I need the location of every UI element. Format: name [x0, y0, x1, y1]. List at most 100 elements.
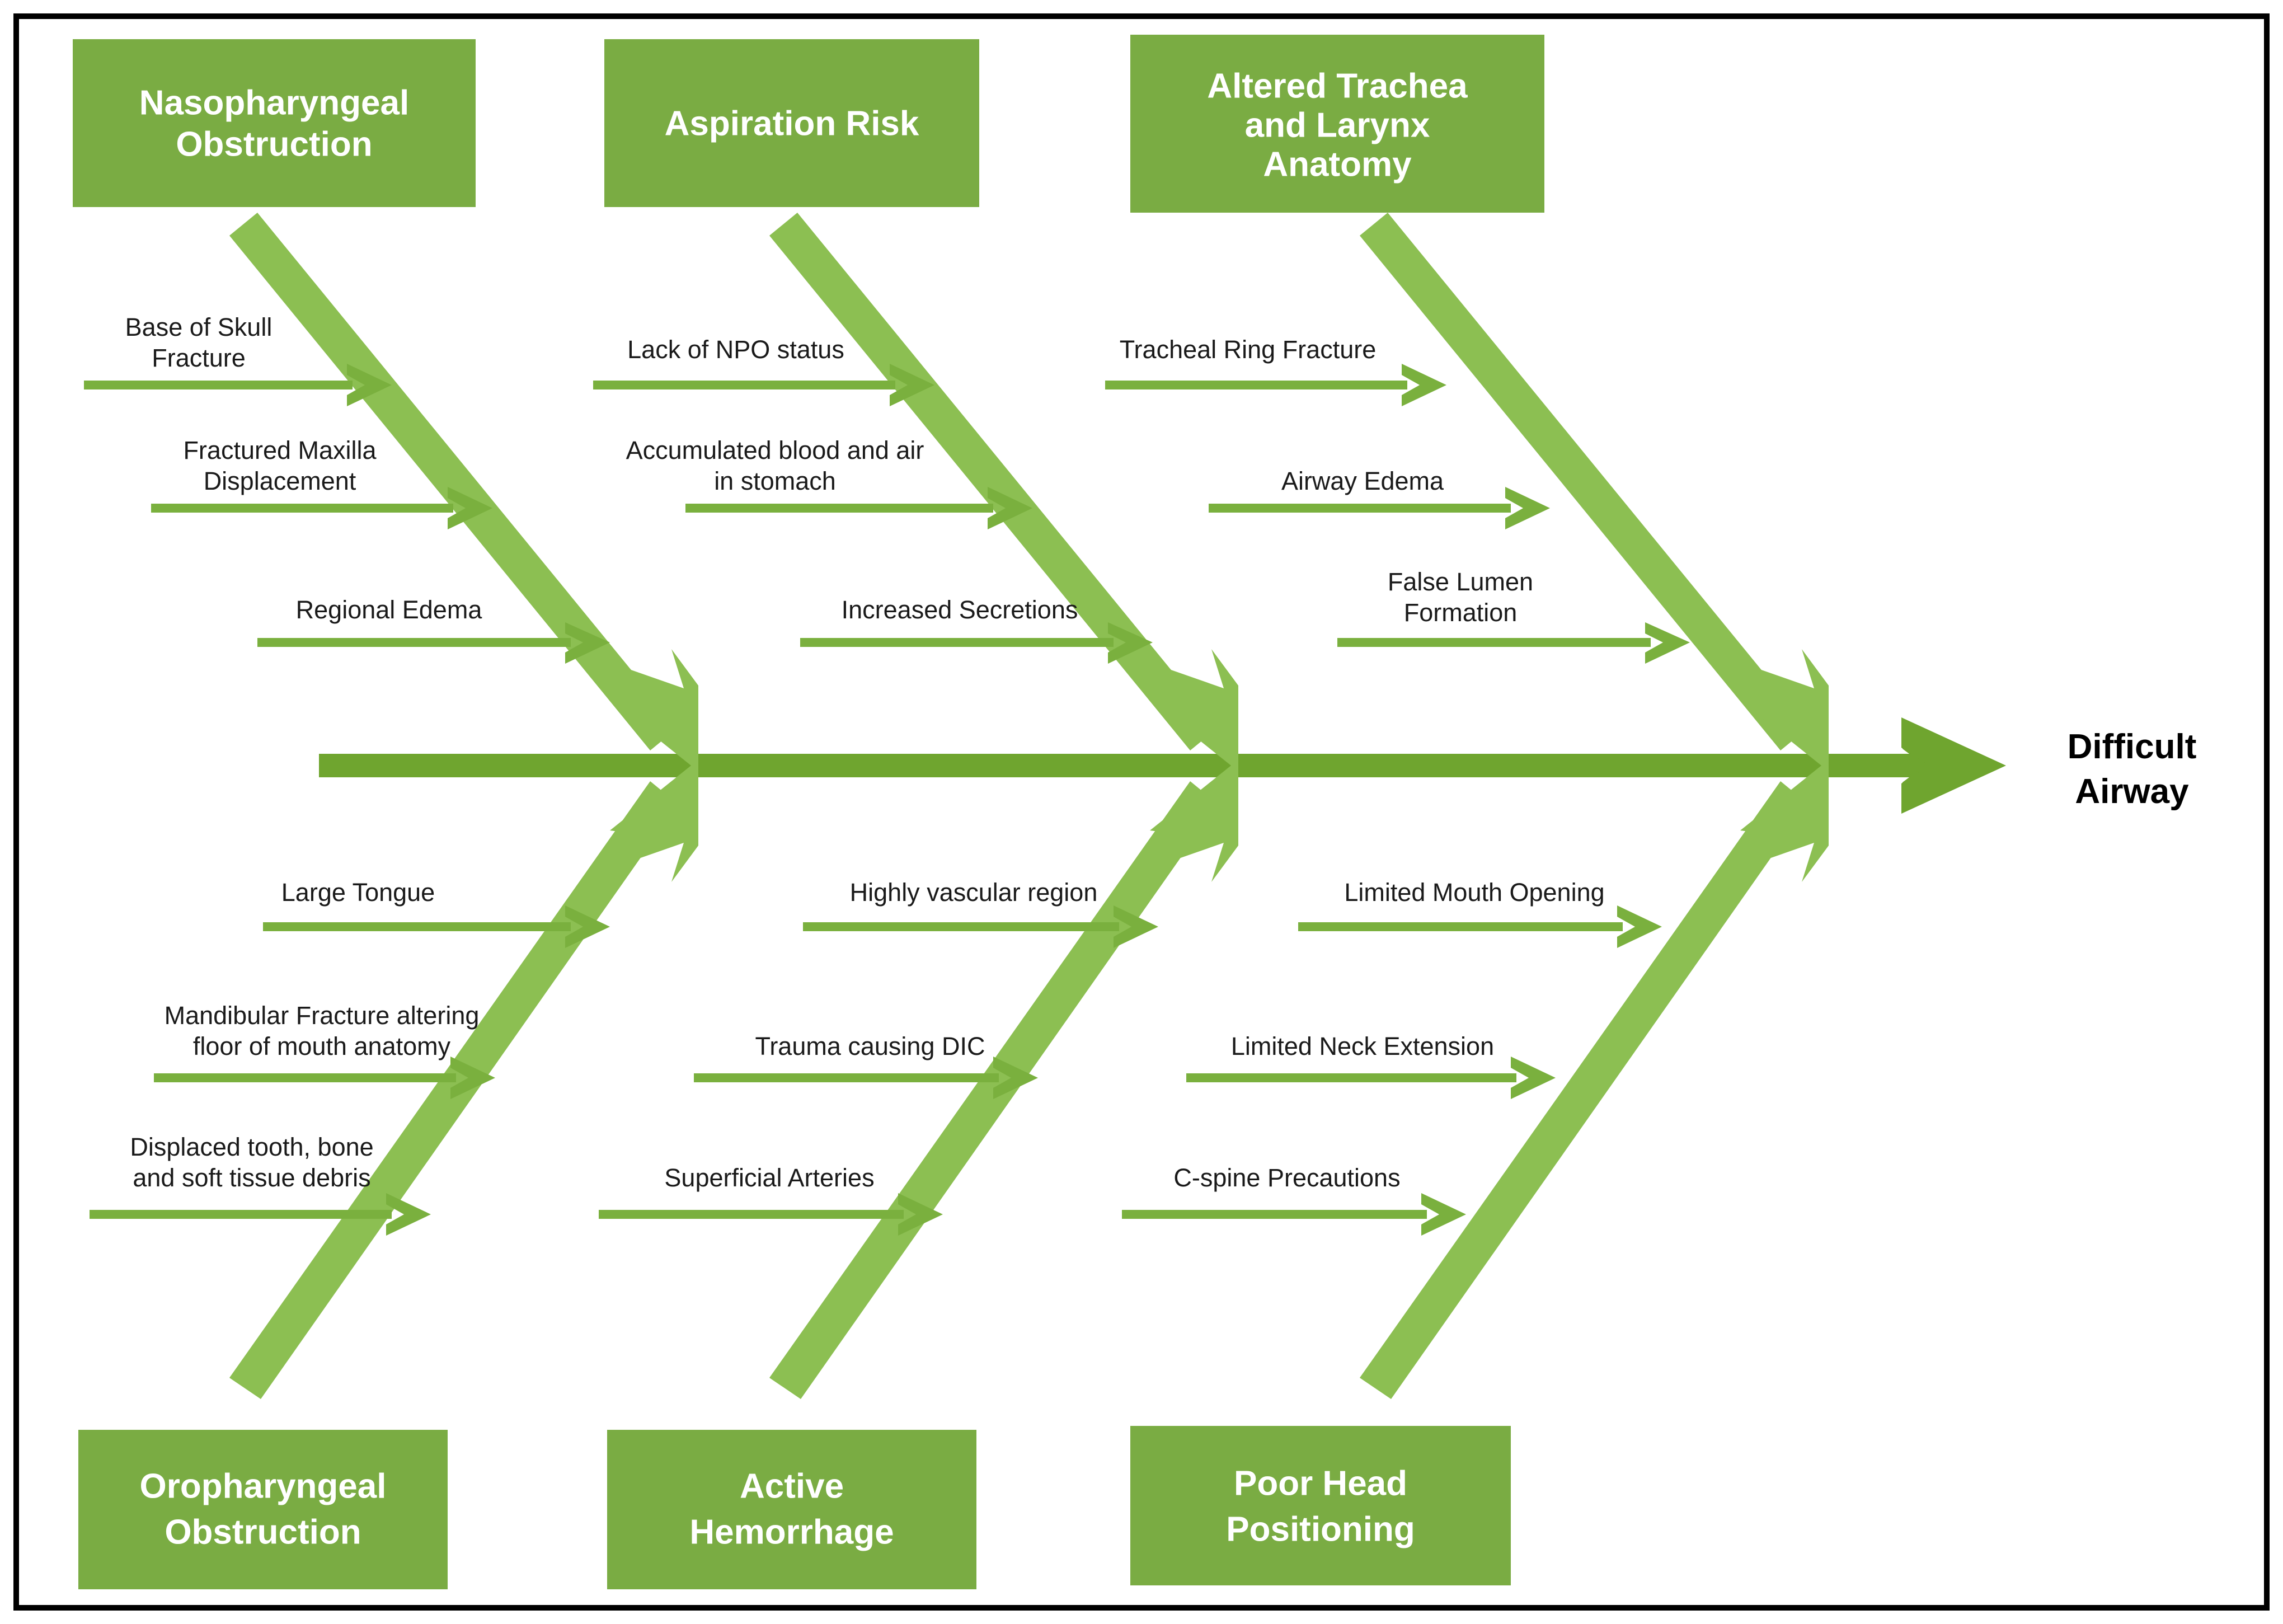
cause-false-lumen-formation[interactable]: False Lumen Formation [1337, 567, 1690, 664]
category-active-hemorrhage[interactable]: Active Hemorrhage Highly vascular region… [599, 766, 1238, 1589]
cause-accumulated-blood-and-air-in-stomach[interactable]: Accumulated blood and air in stomach [626, 436, 1032, 529]
effect-label-line-1: Difficult [2068, 727, 2197, 766]
category-box-label-line-1: Poor Head [1234, 1464, 1407, 1503]
cause-arrowhead-icon [1402, 364, 1446, 406]
cause-label-line-1: Limited Mouth Opening [1344, 878, 1604, 907]
cause-arrow-shaft [800, 638, 1114, 647]
cause-label-line-1: Trauma causing DIC [755, 1032, 985, 1060]
category-box-label-line-1: Altered Trachea [1207, 67, 1468, 105]
cause-large-tongue[interactable]: Large Tongue [263, 878, 610, 948]
cause-displaced-tooth-bone-and-soft-tissue-debris[interactable]: Displaced tooth, bone and soft tissue de… [90, 1133, 431, 1236]
cause-superficial-arteries[interactable]: Superficial Arteries [599, 1163, 943, 1236]
cause-arrowhead-icon [890, 364, 934, 406]
cause-limited-mouth-opening[interactable]: Limited Mouth Opening [1298, 878, 1662, 948]
category-oropharyngeal-obstruction[interactable]: Oropharyngeal Obstruction Large Tongue M… [78, 766, 698, 1589]
category-poor-head-positioning[interactable]: Poor Head Positioning Limited Mouth Open… [1122, 766, 1829, 1585]
category-box-label-line-2: Positioning [1226, 1510, 1415, 1548]
cause-arrow-shaft [257, 638, 571, 647]
cause-arrow-shaft [84, 381, 353, 389]
spine-group [319, 717, 2006, 814]
cause-base-of-skull-fracture[interactable]: Base of Skull Fracture [84, 313, 392, 406]
branch-rib-arrowhead-oropharyngeal-icon [610, 766, 698, 882]
cause-tracheal-ring-fracture[interactable]: Tracheal Ring Fracture [1105, 335, 1446, 406]
cause-label-line-1: Fractured Maxilla [183, 436, 377, 464]
cause-arrow-shaft [803, 922, 1119, 931]
branch-rib-arrowhead-altered-trachea-icon [1740, 649, 1829, 766]
cause-arrowhead-icon [450, 1057, 495, 1099]
branch-rib-arrowhead-poor-head-positioning-icon [1740, 766, 1829, 882]
cause-label-line-1: C-spine Precautions [1173, 1163, 1400, 1192]
cause-mandibular-fracture-altering-floor-of-mouth-anatomy[interactable]: Mandibular Fracture altering floor of mo… [154, 1001, 495, 1099]
category-box-oropharyngeal-obstruction[interactable] [78, 1430, 448, 1589]
cause-label-line-1: Increased Secretions [842, 595, 1078, 624]
cause-arrow-shaft [263, 922, 571, 931]
cause-regional-edema[interactable]: Regional Edema [257, 595, 610, 664]
category-box-poor-head-positioning[interactable] [1130, 1426, 1511, 1585]
cause-arrow-shaft [599, 1210, 904, 1219]
cause-arrowhead-icon [1505, 487, 1550, 529]
category-altered-trachea-and-larynx-anatomy[interactable]: Altered Trachea and Larynx Anatomy Trach… [1105, 35, 1829, 766]
spine-line [319, 754, 1925, 777]
branch-rib-aspiration [769, 213, 1218, 750]
cause-arrow-shaft [1337, 638, 1651, 647]
cause-arrowhead-icon [1617, 905, 1662, 948]
category-aspiration-risk[interactable]: Aspiration Risk Lack of NPO status Accum… [593, 39, 1238, 766]
category-box-label-line-2: Obstruction [165, 1513, 361, 1551]
cause-arrow-shaft [694, 1073, 999, 1082]
cause-label-line-1: Accumulated blood and air [626, 436, 924, 464]
branch-rib-arrowhead-aspiration-icon [1150, 649, 1238, 766]
cause-arrow-shaft [1122, 1210, 1427, 1219]
category-box-aspiration-risk[interactable] [604, 39, 979, 207]
cause-arrow-shaft [593, 381, 895, 389]
cause-arrowhead-icon [898, 1193, 943, 1236]
cause-label-line-1: False Lumen [1388, 567, 1533, 596]
category-nasopharyngeal-obstruction[interactable]: Nasopharyngeal Obstruction Base of Skull… [73, 39, 698, 766]
cause-c-spine-precautions[interactable]: C-spine Precautions [1122, 1163, 1466, 1236]
cause-label-line-2: Fracture [152, 344, 246, 372]
branch-rib-poor-head-positioning [1360, 781, 1808, 1399]
cause-limited-neck-extension[interactable]: Limited Neck Extension [1186, 1032, 1556, 1099]
cause-label-line-2: Formation [1404, 598, 1518, 627]
cause-arrowhead-icon [448, 487, 492, 529]
category-box-label-line-2: Hemorrhage [689, 1513, 894, 1551]
cause-lack-of-npo-status[interactable]: Lack of NPO status [593, 335, 934, 406]
cause-label-line-2: Displacement [204, 467, 356, 495]
cause-airway-edema[interactable]: Airway Edema [1209, 467, 1550, 529]
branch-rib-arrowhead-nasopharyngeal-icon [610, 649, 698, 766]
cause-increased-secretions[interactable]: Increased Secretions [800, 595, 1153, 664]
cause-label-line-1: Tracheal Ring Fracture [1120, 335, 1377, 364]
cause-label-line-2: in stomach [714, 467, 836, 495]
category-box-label-line-3: Anatomy [1263, 145, 1412, 184]
cause-label-line-1: Large Tongue [281, 878, 435, 907]
cause-arrow-shaft [90, 1210, 392, 1219]
cause-arrowhead-icon [1108, 622, 1153, 664]
cause-arrowhead-icon [565, 905, 610, 948]
cause-arrowhead-icon [1421, 1193, 1466, 1236]
cause-arrow-shaft [1209, 504, 1511, 513]
cause-label-line-1: Limited Neck Extension [1231, 1032, 1494, 1060]
cause-label-line-1: Regional Edema [296, 595, 483, 624]
branch-rib-arrowhead-active-hemorrhage-icon [1150, 766, 1238, 882]
category-box-active-hemorrhage[interactable] [607, 1430, 976, 1589]
cause-label-line-1: Mandibular Fracture altering [165, 1001, 480, 1030]
cause-trauma-causing-dic[interactable]: Trauma causing DIC [694, 1032, 1038, 1099]
cause-arrowhead-icon [993, 1057, 1038, 1099]
cause-label-line-1: Highly vascular region [850, 878, 1098, 907]
cause-arrowhead-icon [1645, 622, 1690, 664]
cause-label-line-1: Airway Edema [1281, 467, 1444, 495]
cause-highly-vascular-region[interactable]: Highly vascular region [803, 878, 1158, 948]
cause-arrowhead-icon [1511, 1057, 1556, 1099]
branch-rib-altered-trachea [1360, 213, 1808, 750]
cause-label-line-1: Displaced tooth, bone [130, 1133, 373, 1161]
cause-label-line-1: Base of Skull [125, 313, 273, 341]
category-box-nasopharyngeal-obstruction[interactable] [73, 39, 476, 207]
category-box-label-line-1: Aspiration Risk [665, 104, 919, 143]
category-box-label-line-1: Oropharyngeal [140, 1467, 387, 1505]
category-box-altered-trachea-and-larynx-anatomy[interactable] [1130, 35, 1544, 213]
cause-arrow-shaft [1186, 1073, 1516, 1082]
category-box-label-line-2: Obstruction [176, 125, 372, 163]
cause-label-line-1: Lack of NPO status [627, 335, 844, 364]
category-box-label-line-1: Nasopharyngeal [139, 83, 409, 122]
cause-fractured-maxilla-displacement[interactable]: Fractured Maxilla Displacement [151, 436, 492, 529]
